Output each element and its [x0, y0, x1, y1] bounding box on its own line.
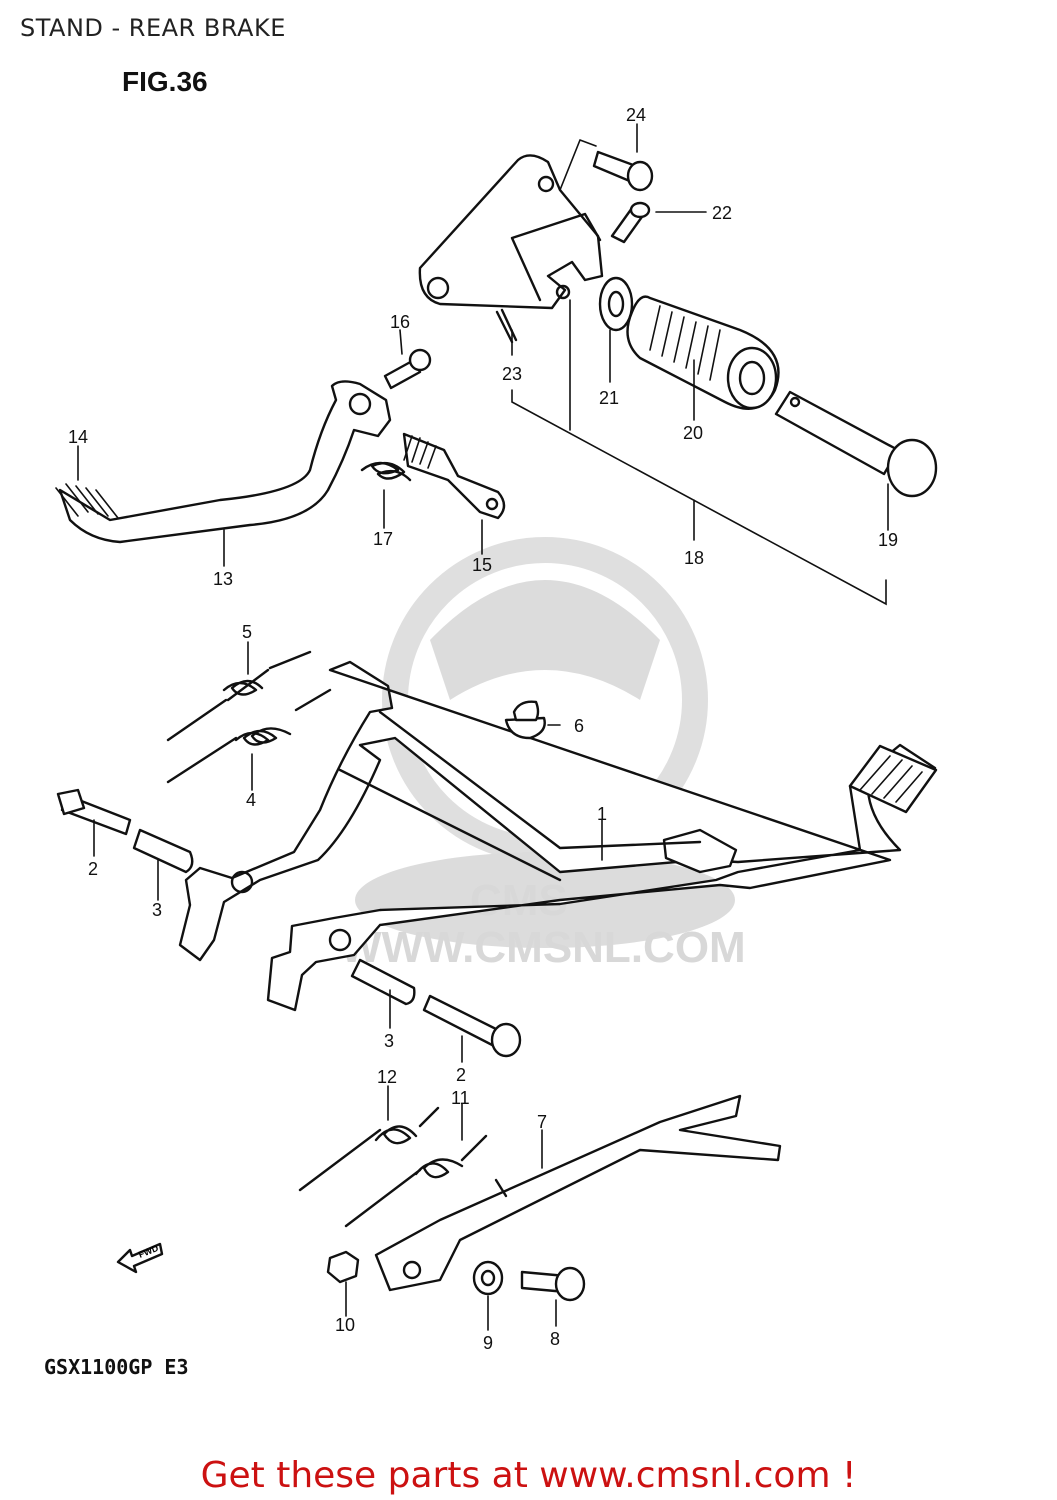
collar-3-upper — [132, 828, 194, 874]
callout-11: 11 — [451, 1088, 470, 1108]
callout-6: 6 — [574, 716, 584, 736]
brake-shaft-15 — [402, 432, 506, 520]
callout-numbers: 1 2 3 4 5 6 7 8 9 10 11 12 13 14 15 16 1… — [68, 105, 898, 1353]
spring-12 — [298, 1106, 440, 1192]
collar-3-lower — [350, 958, 416, 1006]
cotter-pin-23 — [495, 308, 518, 344]
callout-16: 16 — [390, 312, 410, 332]
pin-22 — [610, 201, 651, 244]
model-code: GSX1100GP E3 — [44, 1355, 189, 1379]
pivot-bolt-8 — [520, 1266, 586, 1302]
callout-17: 17 — [373, 529, 393, 549]
callout-18: 18 — [684, 548, 704, 568]
rubber-stop-6 — [504, 700, 546, 740]
washer-21 — [598, 276, 634, 332]
bolt-2-lower — [422, 994, 522, 1058]
spring-4 — [166, 688, 332, 784]
bolt-2-upper — [56, 788, 132, 836]
callout-23: 23 — [502, 364, 522, 384]
pivot-pin-19 — [774, 390, 938, 498]
washer-9 — [472, 1260, 504, 1296]
watermark-url: WWW.CMSNL.COM — [340, 923, 746, 972]
callout-5: 5 — [242, 622, 252, 642]
callout-9: 9 — [483, 1333, 493, 1353]
callout-24: 24 — [626, 105, 646, 125]
callout-2-lower: 2 — [456, 1065, 466, 1085]
brake-lever-13 — [55, 380, 392, 544]
leader-lines — [77, 123, 889, 1331]
callout-12: 12 — [377, 1067, 397, 1087]
callout-4: 4 — [246, 790, 256, 810]
page-title: STAND - REAR BRAKE — [20, 14, 286, 42]
callout-22: 22 — [712, 203, 732, 223]
bolt-24 — [592, 150, 654, 192]
callout-3: 3 — [152, 900, 162, 920]
callout-8: 8 — [550, 1329, 560, 1349]
brake-pedal-bracket — [418, 154, 604, 310]
callout-1: 1 — [597, 804, 607, 824]
callout-15: 15 — [472, 555, 492, 575]
footer-link[interactable]: Get these parts at www.cmsnl.com ! — [200, 1455, 857, 1496]
center-stand-1 — [178, 660, 938, 1012]
side-stand-7 — [374, 1094, 782, 1292]
fwd-arrow-icon: FWD — [116, 1243, 164, 1274]
callout-7: 7 — [537, 1112, 547, 1132]
callout-13: 13 — [213, 569, 233, 589]
callout-19: 19 — [878, 530, 898, 550]
callout-10: 10 — [335, 1315, 355, 1335]
callout-14: 14 — [68, 427, 88, 447]
footrest-rubber-20 — [626, 295, 780, 410]
callout-2: 2 — [88, 859, 98, 879]
callout-3-lower: 3 — [384, 1031, 394, 1051]
bolt-16 — [383, 348, 432, 390]
figure-label: FIG.36 — [122, 66, 208, 97]
spring-5 — [166, 650, 312, 742]
callout-21: 21 — [599, 388, 619, 408]
spring-17 — [360, 461, 412, 482]
spring-11 — [344, 1134, 488, 1228]
nut-10 — [326, 1250, 360, 1284]
callout-20: 20 — [683, 423, 703, 443]
